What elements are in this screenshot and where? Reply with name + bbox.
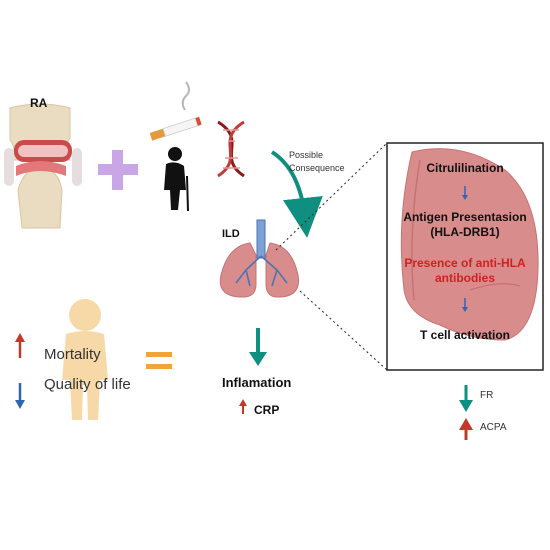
crp-up-arrow <box>239 399 247 414</box>
ild-label: ILD <box>222 228 240 240</box>
elderly-person-icon <box>164 147 189 212</box>
pathway-step-citrullination: Citrulilination <box>390 161 540 176</box>
pathway-step-anti-hla-line1: Presence of anti-HLA <box>404 256 526 270</box>
knee-joint-icon <box>4 103 82 229</box>
fr-down-arrow <box>459 385 473 412</box>
pathway-arrows <box>462 186 468 312</box>
crp-label: CRP <box>254 403 280 417</box>
person-icon <box>62 299 108 420</box>
fr-label: FR <box>480 390 494 401</box>
pathway-step-t-cell: T cell activation <box>390 328 540 343</box>
possible-label: Possible <box>289 150 324 160</box>
acpa-up-arrow <box>459 418 473 440</box>
ra-label: RA <box>30 96 48 110</box>
connector-line-top <box>275 142 388 251</box>
cigarette-icon <box>149 81 202 141</box>
plus-icon <box>98 150 138 190</box>
quality-down-arrow <box>15 383 25 409</box>
large-lung-icon <box>400 148 539 341</box>
pathway-step-antigen-presentation: Antigen Presentasion (HLA-DRB1) <box>390 210 540 240</box>
pathway-step-t-cell-text: T cell activation <box>419 328 511 342</box>
consequence-label: Consequence <box>289 163 345 173</box>
pathway-step-anti-hla: Presence of anti-HLA antibodies <box>390 256 540 286</box>
inflamation-label: Inflamation <box>222 375 292 390</box>
pathway-step-antigen-line2: (HLA-DRB1) <box>430 225 500 239</box>
pathway-step-citrullination-text: Citrulilination <box>426 161 504 175</box>
quality-of-life-label: Quality of life <box>44 376 131 393</box>
acpa-label: ACPA <box>480 422 507 433</box>
connector-line-bottom <box>299 290 388 371</box>
mortality-label: Mortality <box>44 346 101 363</box>
pathway-step-anti-hla-line2: antibodies <box>434 271 495 285</box>
consequence-arrow <box>270 150 323 238</box>
inflamation-down-arrow <box>249 328 267 366</box>
equals-icon <box>146 352 172 369</box>
pathway-step-antigen-line1: Antigen Presentasion <box>403 210 527 224</box>
dna-icon <box>217 120 245 178</box>
mortality-up-arrow <box>15 333 25 358</box>
lungs-icon <box>219 219 300 298</box>
